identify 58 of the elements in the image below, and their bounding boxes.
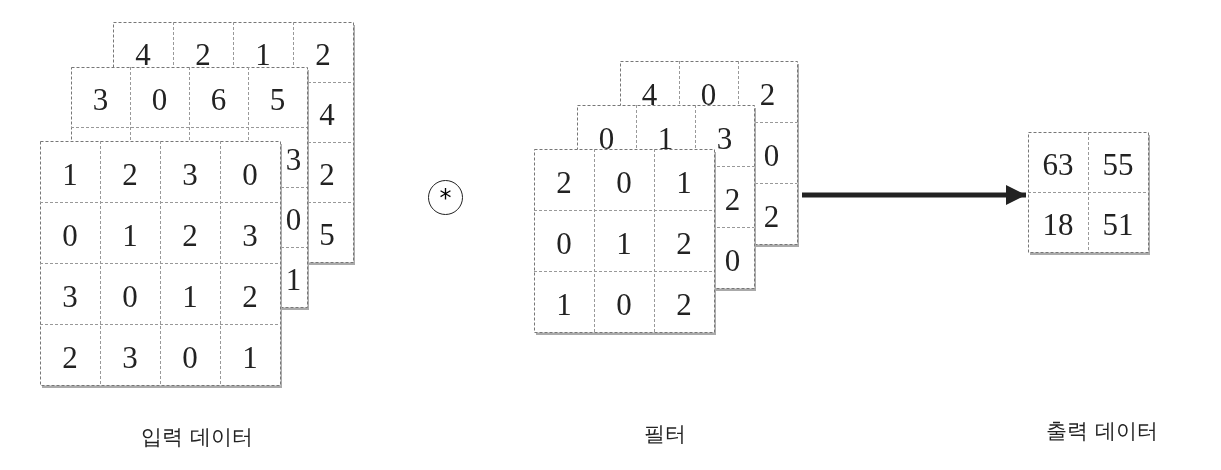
cell-number: 1: [242, 341, 258, 372]
cell-number: 3: [182, 158, 198, 189]
cell-number: 2: [242, 280, 258, 311]
cell-number: 63: [1042, 148, 1074, 180]
cell-number: 4: [319, 98, 335, 130]
cell-number: 2: [676, 288, 692, 319]
cell-number: 4: [641, 78, 658, 109]
cell-number: 51: [1102, 208, 1134, 240]
caption-label: 입력 데이터: [141, 424, 253, 451]
cell-number: 0: [556, 227, 572, 258]
cell-number: 1: [122, 219, 138, 250]
cell-number: 2: [319, 158, 335, 190]
cell-number: 3: [92, 83, 109, 115]
caption-label: 출력 데이터: [1046, 418, 1158, 445]
cell-number: 0: [598, 122, 615, 153]
cell-number: 0: [616, 288, 632, 319]
cell-number: 1: [255, 38, 271, 70]
cell-number: 1: [182, 280, 198, 311]
cell-number: 0: [62, 219, 78, 250]
cell-number: 0: [700, 78, 717, 109]
cell-number: 6: [210, 83, 227, 115]
cell-number: 2: [556, 166, 572, 197]
cell-number: 3: [285, 143, 302, 175]
cell-number: 1: [657, 122, 674, 153]
arrow: [802, 185, 1026, 205]
cell-number: 1: [556, 288, 572, 319]
operator-circle: *: [428, 180, 463, 215]
cell-number: 0: [122, 280, 138, 311]
cell-number: 2: [195, 38, 211, 70]
cell-number: 1: [616, 227, 632, 258]
cell-number: 5: [269, 83, 286, 115]
cell-number: 0: [242, 158, 258, 189]
cell-number: 3: [242, 219, 258, 250]
cell-number: 55: [1102, 148, 1134, 180]
cell-number: 2: [122, 158, 138, 189]
cell-number: 2: [315, 38, 331, 70]
cell-number: 1: [285, 263, 302, 295]
cell-number: 2: [759, 78, 776, 109]
cell-number: 2: [763, 200, 780, 231]
cell-number: 18: [1042, 208, 1074, 240]
caption-label: 필터: [644, 421, 686, 448]
cell-number: 2: [676, 227, 692, 258]
cell-number: 0: [763, 139, 780, 170]
cell-number: 0: [151, 83, 168, 115]
cell-number: 3: [122, 341, 138, 372]
cell-number: 2: [62, 341, 78, 372]
cell-number: 2: [724, 183, 741, 214]
cell-number: 0: [182, 341, 198, 372]
cell-number: 1: [676, 166, 692, 197]
cell-number: 3: [62, 280, 78, 311]
cell-number: 0: [285, 203, 302, 235]
cell-number: 3: [716, 122, 733, 153]
cell-number: 0: [724, 244, 741, 275]
cell-number: 2: [182, 219, 198, 250]
cell-number: 5: [319, 218, 335, 250]
cell-number: 0: [616, 166, 632, 197]
cell-number: 4: [135, 38, 151, 70]
cell-number: 1: [62, 158, 78, 189]
